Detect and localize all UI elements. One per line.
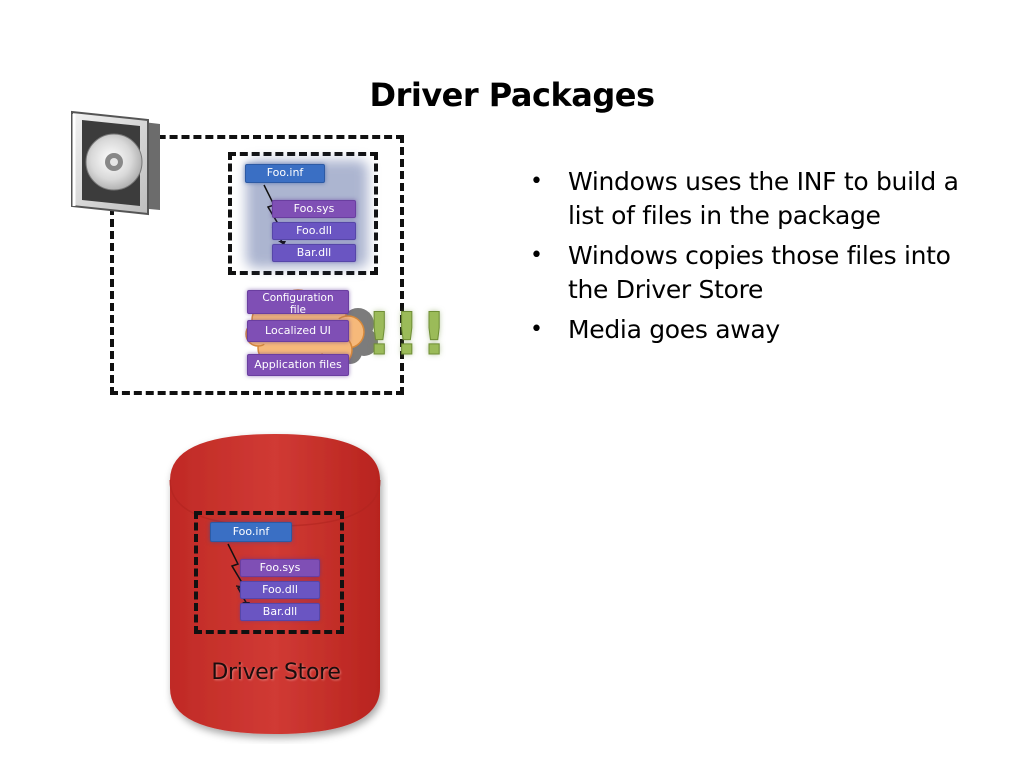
arrow-icon [263,184,289,246]
inf-file-chip: Foo.inf [245,164,325,183]
file-chip: Bar.dll [272,244,356,262]
extra-file-chip: Configuration file [247,290,349,314]
file-chip: Foo.sys [272,200,356,218]
bullet-item: Windows copies those files into the Driv… [528,239,998,307]
bullet-item: Media goes away [528,313,998,347]
warning-mark: !!! [365,300,449,369]
extra-file-chip: Application files [247,354,349,376]
driver-store-label: Driver Store [211,660,341,685]
file-chip: Foo.dll [272,222,356,240]
bullet-list: Windows uses the INF to build a list of … [528,165,998,353]
store-file-chip: Foo.sys [240,559,320,577]
bullet-item: Windows uses the INF to build a list of … [528,165,998,233]
store-file-chip: Foo.dll [240,581,320,599]
store-package-box [194,511,344,634]
extra-file-chip: Localized UI [247,320,349,342]
inf-package-box [228,152,378,275]
store-inf-chip: Foo.inf [210,522,292,542]
slide-title: Driver Packages [369,76,655,114]
media-package-box [110,135,404,395]
cd-case-icon [71,110,160,216]
store-file-chip: Bar.dll [240,603,320,621]
